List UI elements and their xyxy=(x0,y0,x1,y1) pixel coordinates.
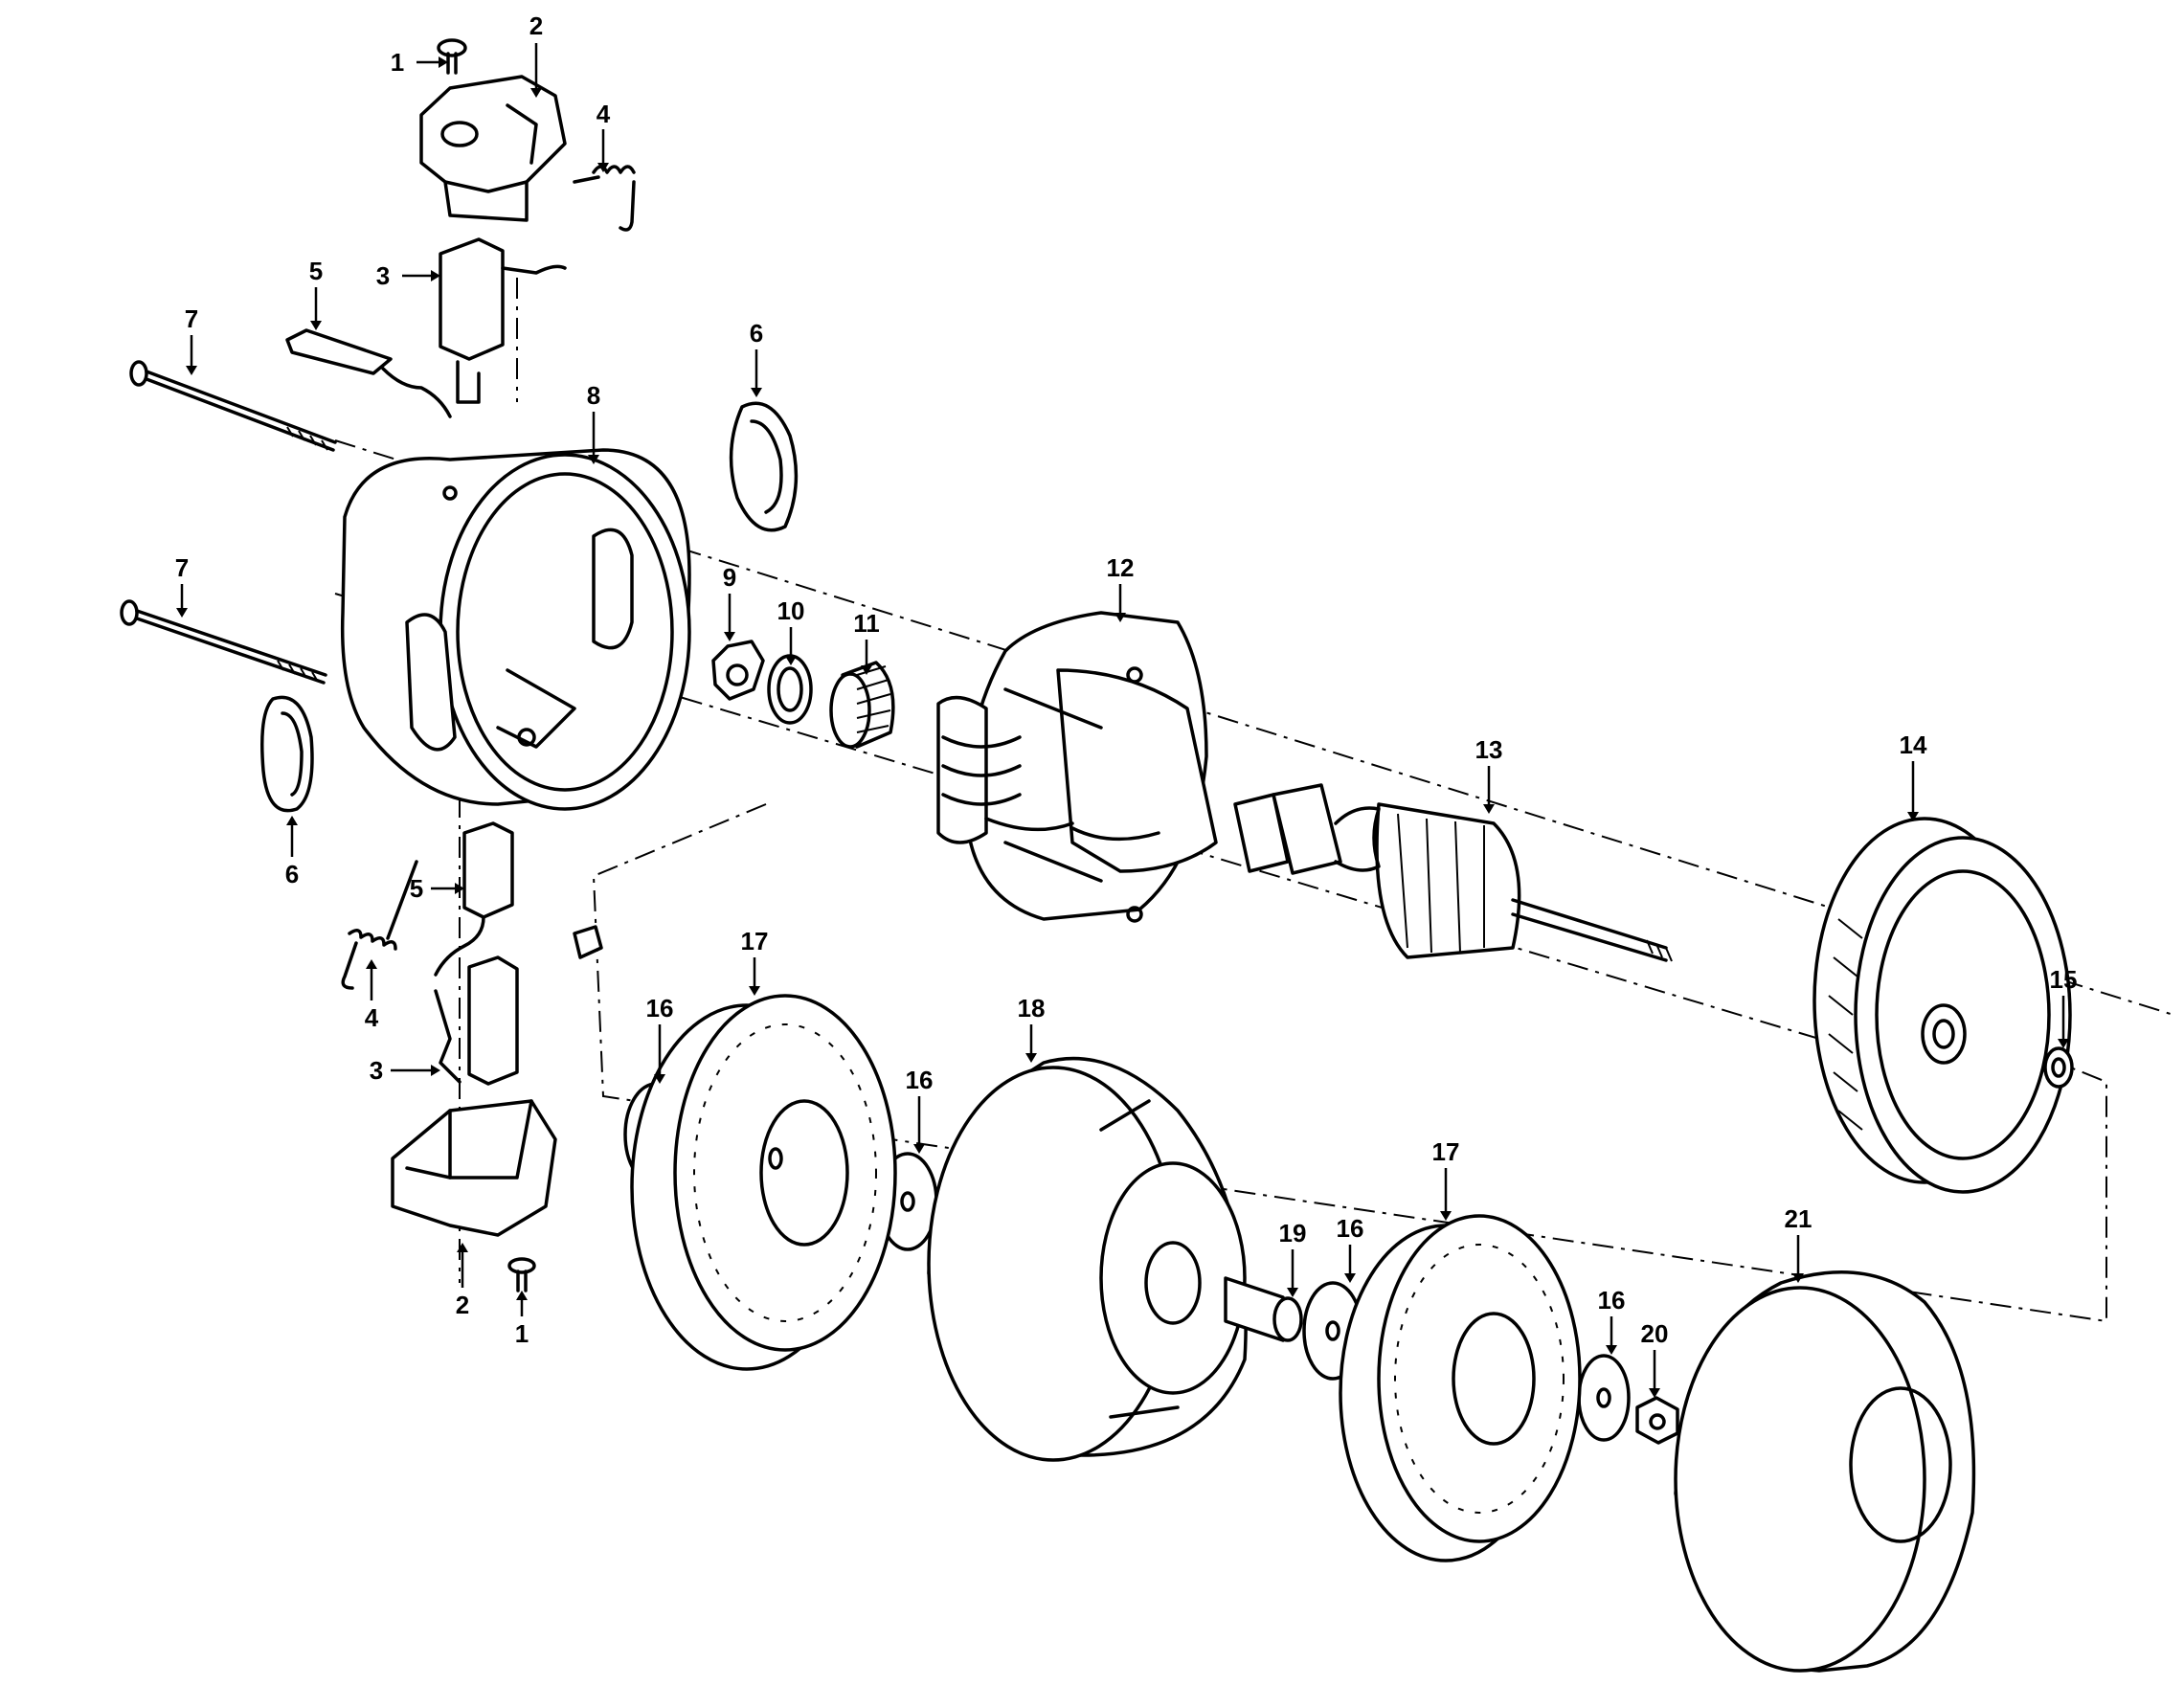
nut-20 xyxy=(1635,1396,1679,1445)
callout-13: 13 xyxy=(1475,735,1503,764)
brush-tube-bottom xyxy=(434,955,519,1086)
fan-17-a xyxy=(630,994,897,1371)
callout-4-top: 4 xyxy=(597,100,611,128)
callout-18: 18 xyxy=(1018,994,1046,1023)
callout-16-d: 16 xyxy=(1598,1286,1626,1315)
callout-1-top: 1 xyxy=(391,48,404,77)
brush-tube-top xyxy=(439,237,567,404)
through-bolt-bottom xyxy=(120,599,327,685)
end-cover-21 xyxy=(1674,1270,1976,1673)
carbon-brush-bottom xyxy=(434,821,514,977)
screw-top xyxy=(437,38,467,75)
callout-20: 20 xyxy=(1641,1319,1669,1348)
brush-cover-bottom xyxy=(260,695,314,813)
brush-cap-top xyxy=(419,75,567,222)
carbon-brush-top xyxy=(285,328,452,418)
callout-4-bottom: 4 xyxy=(365,1003,379,1032)
callout-11: 11 xyxy=(853,609,880,638)
callout-5-bottom: 5 xyxy=(410,874,423,903)
callout-16-a: 16 xyxy=(646,994,674,1023)
callout-15: 15 xyxy=(2050,965,2078,994)
spring-bottom xyxy=(341,860,418,990)
callout-19: 19 xyxy=(1279,1219,1307,1247)
callout-17-a: 17 xyxy=(741,927,769,955)
callout-10: 10 xyxy=(777,596,805,625)
callout-8: 8 xyxy=(587,381,600,410)
callout-17-b: 17 xyxy=(1432,1137,1460,1166)
fan-17-b xyxy=(1339,1214,1582,1562)
callout-3-top: 3 xyxy=(376,261,390,290)
callout-6-top: 6 xyxy=(750,319,763,348)
callout-16-c: 16 xyxy=(1337,1214,1364,1243)
callout-7-bottom: 7 xyxy=(175,553,189,582)
callout-3-bottom: 3 xyxy=(370,1056,383,1085)
callout-5-top: 5 xyxy=(309,257,323,285)
callout-2-bottom: 2 xyxy=(456,1291,469,1319)
callout-labels: 1 2 3 4 5 6 7 8 7 6 5 4 3 2 1 9 10 11 12… xyxy=(175,11,2078,1348)
callout-7-top: 7 xyxy=(185,304,198,333)
brush-holder-bottom xyxy=(391,1099,557,1237)
callout-6-bottom: 6 xyxy=(285,860,299,888)
callout-2-top: 2 xyxy=(529,11,543,40)
spacer-19 xyxy=(1224,1276,1303,1342)
brush-cover-top xyxy=(729,401,799,532)
screw-bottom xyxy=(507,1257,536,1292)
retainer-clip xyxy=(711,640,765,701)
washer-10 xyxy=(767,654,813,725)
callout-14: 14 xyxy=(1900,730,1927,759)
bearing-11 xyxy=(829,661,895,749)
callout-12: 12 xyxy=(1107,553,1135,582)
callout-9: 9 xyxy=(723,563,736,592)
armature xyxy=(1233,783,1673,962)
callout-21: 21 xyxy=(1785,1204,1812,1233)
washer-16-d xyxy=(1577,1354,1631,1442)
fan-housing-18 xyxy=(927,1056,1248,1462)
callout-1-bottom: 1 xyxy=(515,1319,529,1348)
field-stator xyxy=(936,611,1218,923)
leader-arrows xyxy=(176,43,2069,1398)
spring-top xyxy=(573,165,636,232)
terminal-connector xyxy=(573,925,603,959)
end-bell-14 xyxy=(1812,817,2072,1194)
through-bolt-top xyxy=(129,360,337,452)
motor-housing xyxy=(340,448,691,811)
callout-16-b: 16 xyxy=(906,1066,934,1094)
nut-15 xyxy=(2043,1046,2074,1089)
